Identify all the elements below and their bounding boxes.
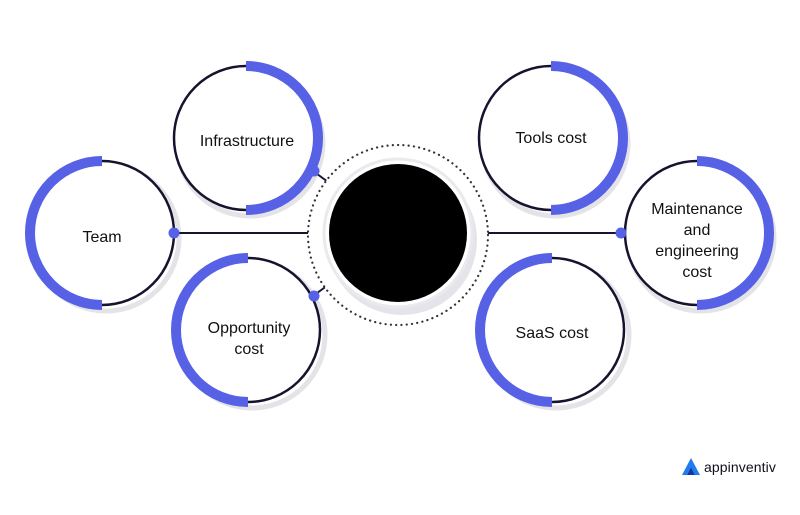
opportunity-cost-label: Opportunity cost xyxy=(207,320,291,358)
appinventiv-logo-icon xyxy=(682,458,700,475)
hub-core xyxy=(329,164,467,302)
brand-name: appinventiv xyxy=(704,459,776,475)
infrastructure-ring-accent xyxy=(245,61,323,215)
opportunity-ring-accent xyxy=(171,253,249,407)
infrastructure-label: Infrastructure xyxy=(199,133,295,150)
opportunity-joint xyxy=(308,290,320,302)
rings xyxy=(25,61,774,407)
brand-logo: appinventiv xyxy=(681,455,776,479)
team-ring-accent xyxy=(25,156,103,310)
infrastructure-joint xyxy=(308,165,320,177)
saas-cost-label: SaaS cost xyxy=(515,325,589,342)
team-joint xyxy=(168,227,180,239)
connector-joints xyxy=(168,165,627,302)
maintenance-ring-accent xyxy=(696,156,774,310)
maintenance-joint xyxy=(615,227,627,239)
tools-ring-accent xyxy=(550,61,628,215)
team-label: Team xyxy=(82,229,122,246)
central-hub xyxy=(306,143,490,327)
saas-ring-accent xyxy=(475,253,553,407)
maintenance-engineering-cost-label: Maintenance and engineering cost xyxy=(651,201,743,281)
tools-cost-label: Tools cost xyxy=(515,130,587,147)
